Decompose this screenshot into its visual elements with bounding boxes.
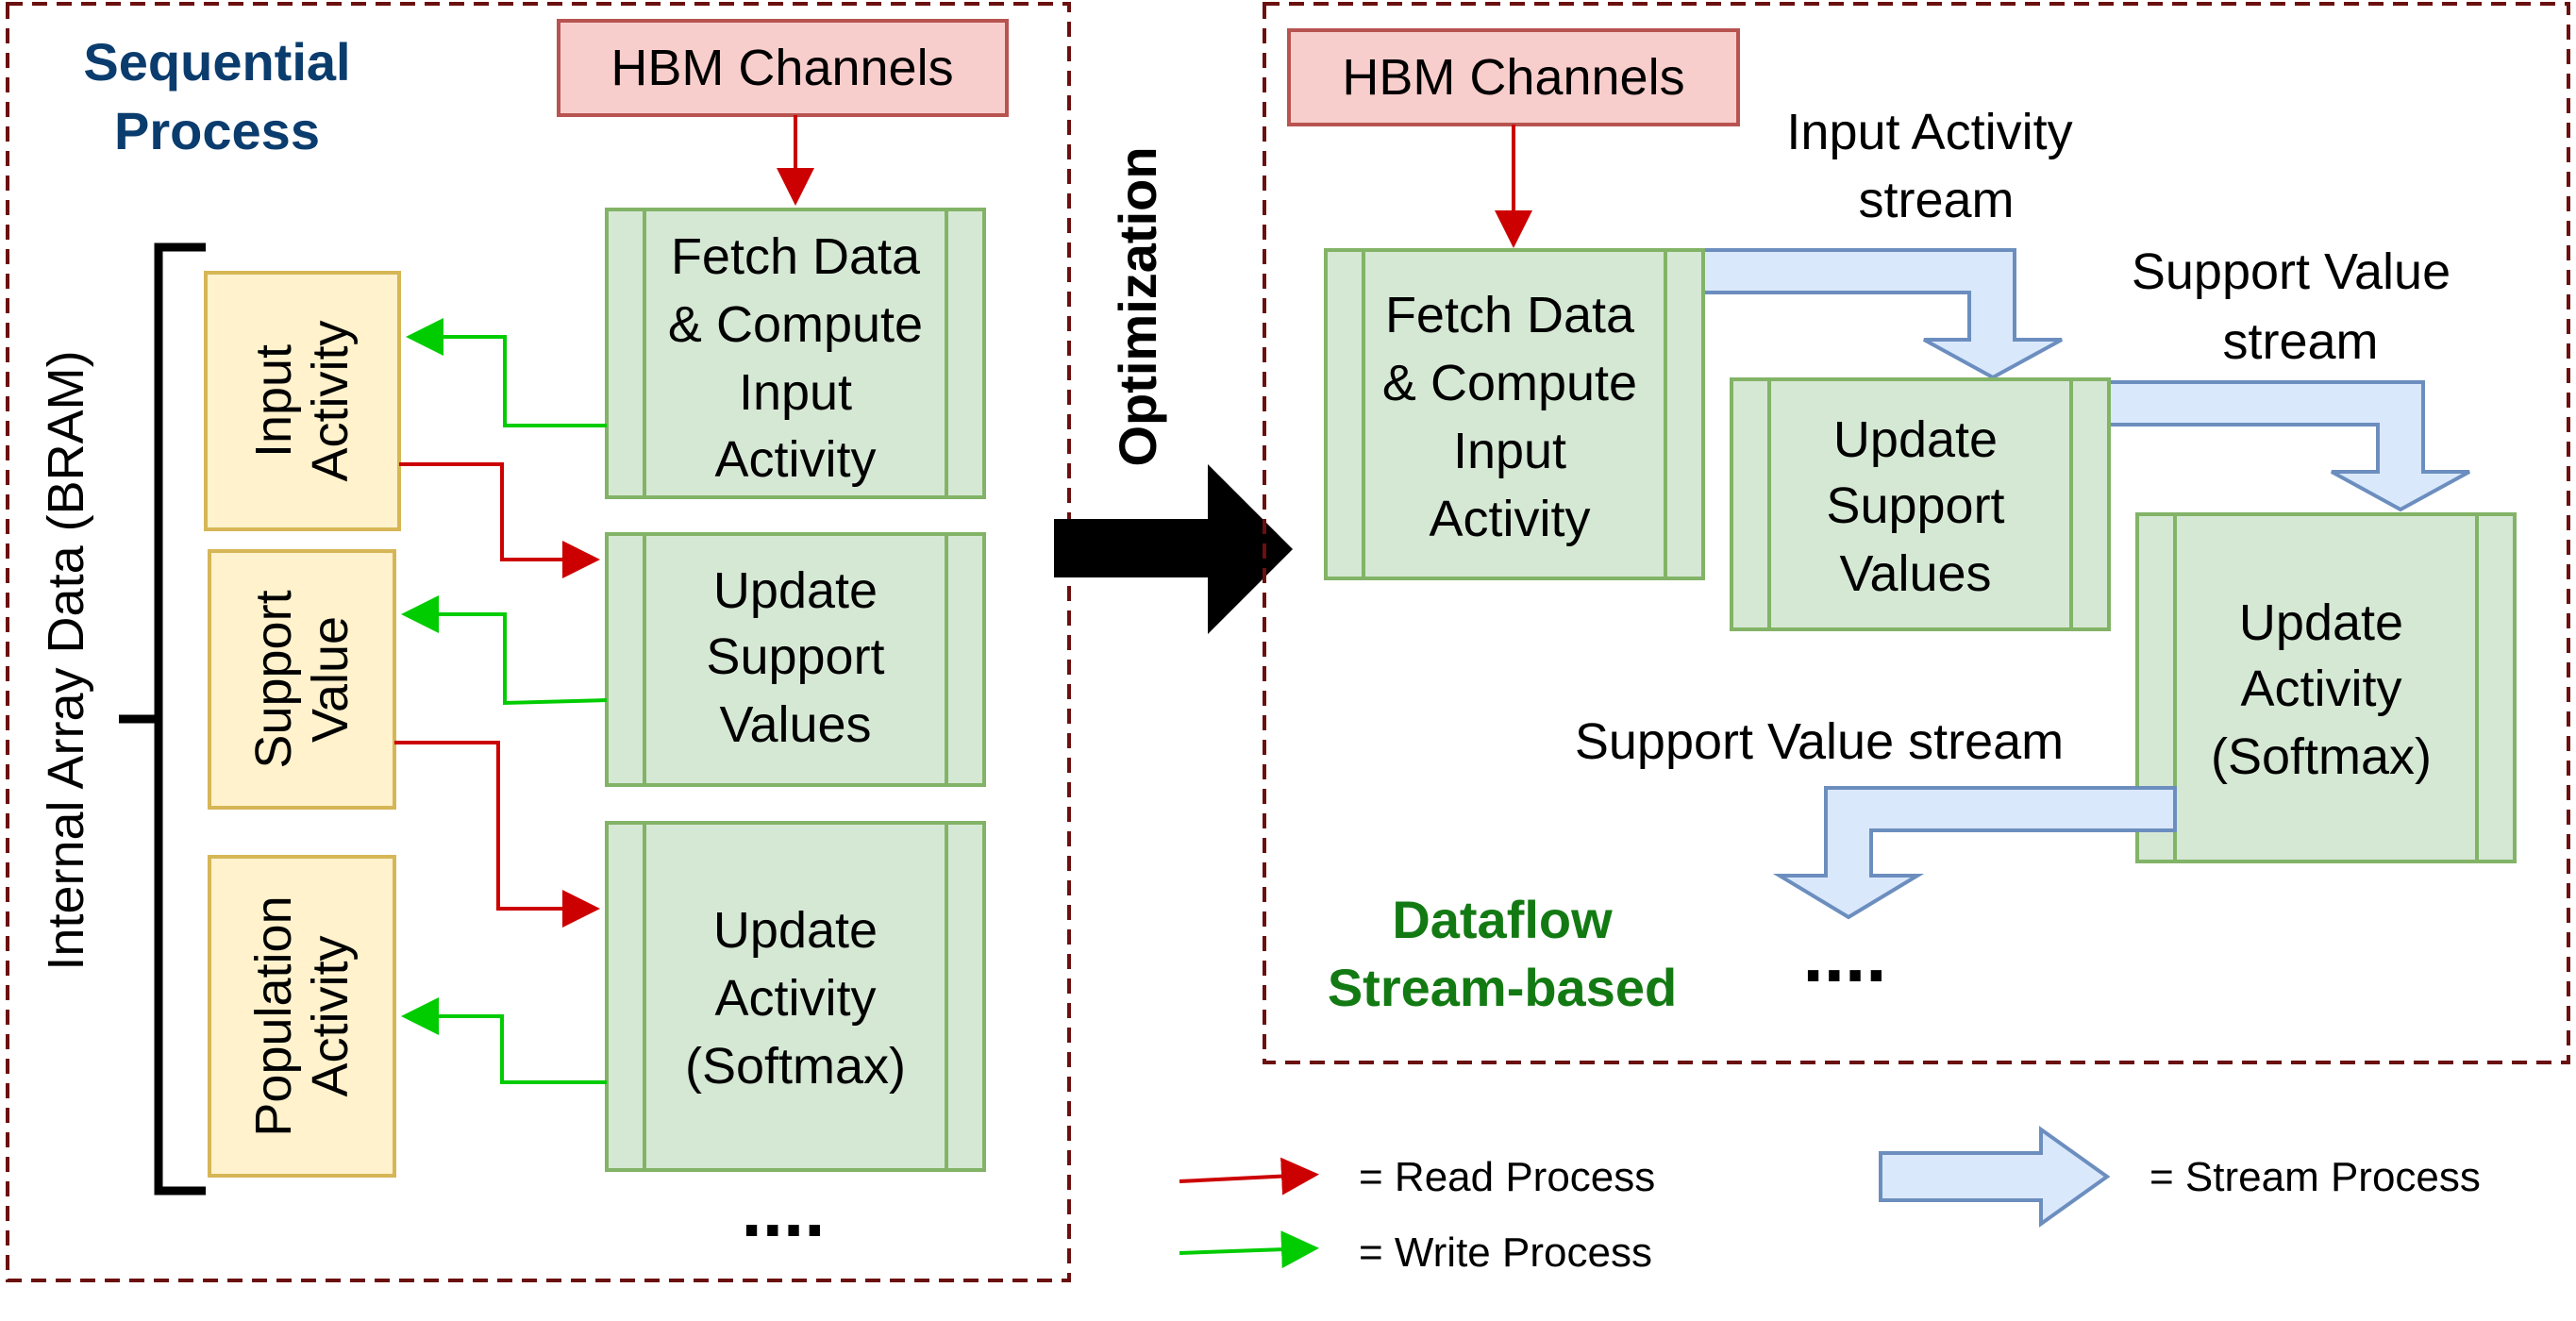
svg-text:(Softmax): (Softmax) (2211, 728, 2432, 785)
svg-text:= Read Process: = Read Process (1359, 1154, 1655, 1200)
dataflow-title-line1: Dataflow (1392, 890, 1613, 949)
bram-label: Internal Array Data (BRAM) (38, 350, 94, 970)
svg-text:Fetch Data: Fetch Data (1385, 287, 1635, 343)
bram-bracket (119, 242, 206, 1196)
write-arrow-population-activity (401, 997, 607, 1084)
dataflow-title-line2: Stream-based (1328, 958, 1677, 1017)
stream-arrow-support-out (1772, 786, 2177, 920)
svg-text:Update: Update (1833, 411, 1998, 468)
svg-text:Fetch Data: Fetch Data (671, 228, 921, 285)
support-value-stream-label-line1: Support Value (2132, 243, 2451, 300)
svg-text:Activity: Activity (714, 970, 876, 1027)
svg-text:Activity: Activity (2240, 660, 2401, 717)
sequential-dots: .... (742, 1168, 826, 1252)
legend-write: = Write Process (1179, 1229, 1652, 1276)
dataflow-hbm-channels: HBM Channels (1287, 28, 1740, 126)
svg-text:Activity: Activity (1429, 491, 1590, 547)
input-activity-stream-label-line1: Input Activity (1786, 104, 2072, 160)
svg-text:Values: Values (719, 696, 871, 753)
svg-text:HBM Channels: HBM Channels (611, 40, 953, 96)
sequential-hbm-channels: HBM Channels (557, 19, 1009, 117)
svg-text:Support: Support (245, 590, 302, 768)
input-activity-stream-label-line2: stream (1858, 172, 2014, 228)
dataflow-process-update-activity: Update Activity (Softmax) (2135, 512, 2517, 863)
support-value-stream-output-label: Support Value stream (1575, 713, 2064, 770)
sequential-title-line1: Sequential (83, 32, 350, 92)
legend-read: = Read Process (1179, 1154, 1655, 1200)
memory-input-activity: Input Activity (204, 271, 401, 531)
svg-text:& Compute: & Compute (668, 296, 923, 353)
legend-stream: = Stream Process (1879, 1126, 2481, 1228)
svg-text:HBM Channels: HBM Channels (1342, 49, 1684, 106)
svg-text:Update: Update (2239, 594, 2403, 651)
svg-text:(Softmax): (Softmax) (685, 1038, 906, 1095)
optimization-label: Optimization (1108, 146, 1167, 466)
svg-text:Support: Support (1826, 477, 2004, 534)
support-value-stream-label-line2: stream (2222, 313, 2378, 370)
svg-text:Population: Population (245, 895, 302, 1136)
svg-text:& Compute: & Compute (1382, 355, 1637, 411)
svg-text:Update: Update (713, 562, 878, 619)
stream-arrow-support-value (2071, 380, 2470, 512)
read-arrow-support-to-activity (394, 741, 600, 928)
dataflow-process-fetch-data: Fetch Data & Compute Input Activity (1324, 248, 1705, 580)
svg-text:Value: Value (302, 616, 359, 743)
svg-text:Activity: Activity (714, 431, 876, 488)
read-arrow-input-to-support (399, 462, 600, 578)
memory-support-value: Support Value (208, 549, 396, 810)
svg-text:Values: Values (1839, 545, 1991, 602)
sequential-title-line2: Process (114, 101, 320, 160)
dataflow-dots: .... (1803, 913, 1887, 997)
process-fetch-data: Fetch Data & Compute Input Activity (605, 208, 986, 499)
svg-text:Input: Input (245, 344, 302, 458)
process-update-support-values: Update Support Values (605, 532, 986, 787)
svg-text:Activity: Activity (302, 320, 359, 481)
dataflow-container (1263, 2, 2570, 1064)
optimization-arrow (1054, 464, 1293, 634)
stream-arrow-input-activity (1664, 248, 2063, 380)
svg-text:Update: Update (713, 902, 878, 959)
write-arrow-input-activity (406, 318, 607, 427)
svg-text:Input: Input (1453, 423, 1566, 479)
svg-text:Activity: Activity (302, 935, 359, 1096)
svg-text:Input: Input (739, 364, 852, 421)
process-update-activity: Update Activity (Softmax) (605, 821, 986, 1172)
svg-text:= Stream Process: = Stream Process (2149, 1154, 2481, 1200)
svg-text:Support: Support (706, 628, 884, 685)
memory-population-activity: Population Activity (208, 855, 396, 1178)
svg-text:= Write Process: = Write Process (1359, 1229, 1652, 1276)
write-arrow-support-value (401, 595, 608, 706)
dataflow-process-update-support-values: Update Support Values (1730, 377, 2111, 631)
sequential-container (6, 2, 1071, 1282)
